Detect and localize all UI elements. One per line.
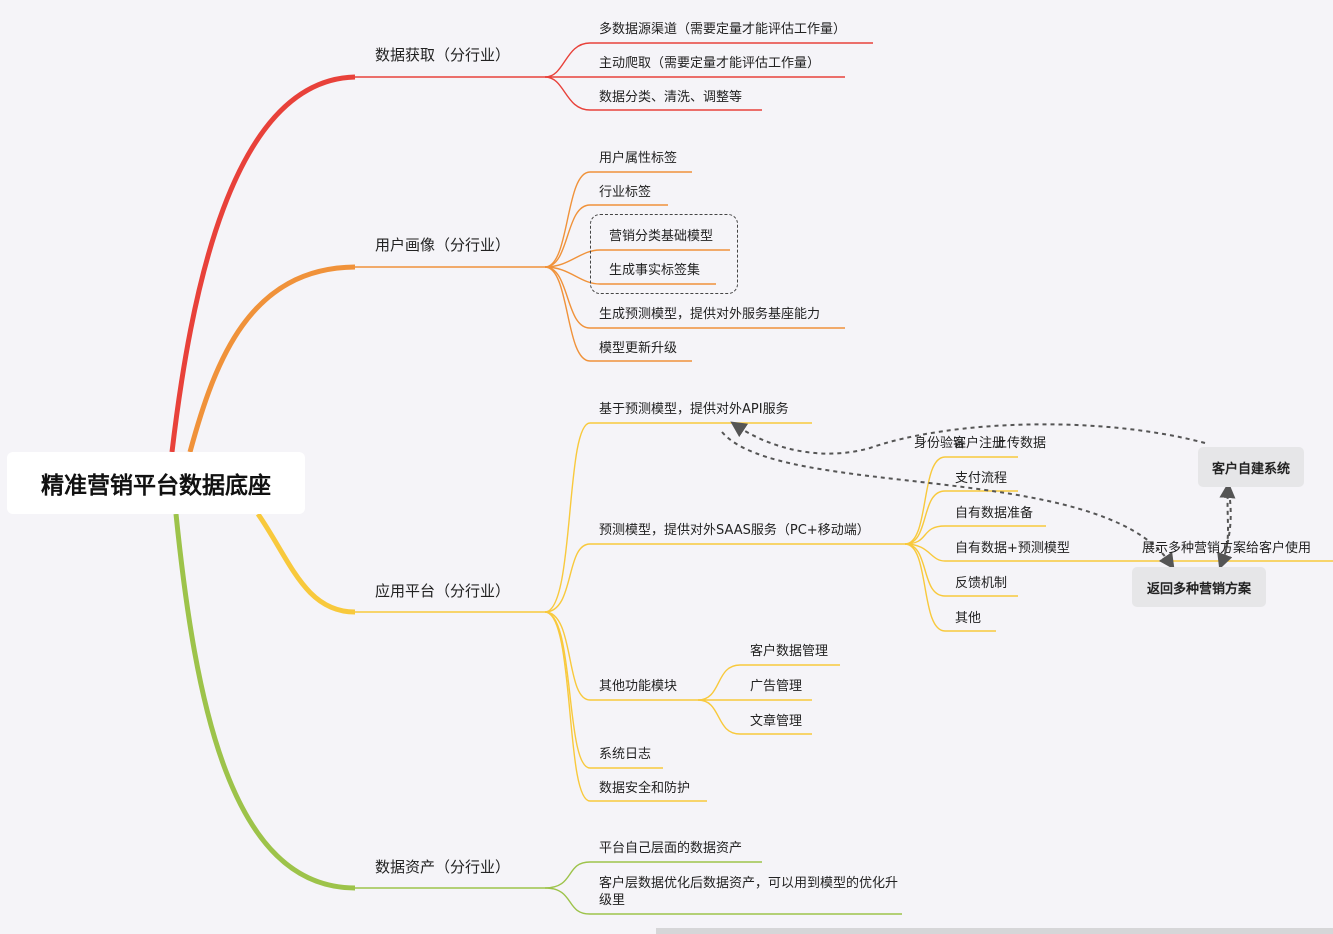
branch-curve-red	[169, 74, 356, 453]
arrow-return-to-customer	[1219, 482, 1236, 563]
branch-data-acquisition[interactable]: 数据获取（分行业）	[375, 46, 511, 64]
node-other-modules[interactable]: 其他功能模块	[599, 679, 678, 694]
node-customer-assets[interactable]: 客户层数据优化后数据资产，可以用到模型的优化升级里	[599, 876, 899, 908]
node-show-plans[interactable]: 展示多种营销方案给客户使用	[1142, 541, 1312, 556]
node-multi-source[interactable]: 多数据源渠道（需要定量才能评估工作量）	[599, 22, 847, 37]
node-customer-data-mgmt[interactable]: 客户数据管理	[750, 644, 829, 659]
arrow-customer-to-api	[730, 421, 1206, 455]
branch-data-assets[interactable]: 数据资产（分行业）	[375, 858, 511, 876]
node-data-clean[interactable]: 数据分类、清洗、调整等	[599, 90, 743, 105]
box-return-plans[interactable]: 返回多种营销方案	[1132, 567, 1266, 607]
horizontal-scrollbar[interactable]	[656, 928, 1333, 934]
node-saas-other[interactable]: 其他	[955, 611, 982, 626]
node-upload-data[interactable]: 上传数据	[994, 436, 1047, 451]
branch-curve-green	[173, 513, 356, 891]
node-customer-register[interactable]: 客户注册	[953, 436, 1006, 451]
node-ad-mgmt[interactable]: 广告管理	[750, 679, 803, 694]
node-active-crawl[interactable]: 主动爬取（需要定量才能评估工作量）	[599, 56, 821, 71]
node-system-log[interactable]: 系统日志	[599, 747, 652, 762]
arrow-customer-to-return	[1217, 499, 1233, 570]
node-identity-verify[interactable]: 身份验证	[914, 436, 967, 451]
branch-app-platform[interactable]: 应用平台（分行业）	[375, 582, 511, 600]
summary-group-box	[590, 214, 738, 294]
node-own-data-model[interactable]: 自有数据+预测模型	[955, 541, 1070, 556]
node-data-security[interactable]: 数据安全和防护	[599, 781, 691, 796]
node-saas-service[interactable]: 预测模型，提供对外SAAS服务（PC+移动端）	[599, 523, 870, 538]
branch-user-profile[interactable]: 用户画像（分行业）	[375, 236, 511, 254]
box-customer-system[interactable]: 客户自建系统	[1198, 447, 1304, 487]
node-user-attr-tags[interactable]: 用户属性标签	[599, 151, 678, 166]
node-industry-tags[interactable]: 行业标签	[599, 185, 652, 200]
node-prediction-model[interactable]: 生成预测模型，提供对外服务基座能力	[599, 307, 821, 322]
node-own-data-prep[interactable]: 自有数据准备	[955, 506, 1034, 521]
branch-curve-orange	[187, 264, 356, 453]
node-feedback[interactable]: 反馈机制	[955, 576, 1008, 591]
node-marketing-model[interactable]: 营销分类基础模型	[609, 229, 714, 244]
node-platform-assets[interactable]: 平台自己层面的数据资产	[599, 841, 743, 856]
node-article-mgmt[interactable]: 文章管理	[750, 714, 803, 729]
node-model-upgrade[interactable]: 模型更新升级	[599, 341, 678, 356]
node-fact-tags[interactable]: 生成事实标签集	[609, 263, 701, 278]
node-payment-flow[interactable]: 支付流程	[955, 471, 1008, 486]
node-api-service[interactable]: 基于预测模型，提供对外API服务	[599, 402, 789, 417]
root-node[interactable]: 精准营销平台数据底座	[7, 452, 305, 514]
branch-curve-yellow	[255, 512, 356, 615]
